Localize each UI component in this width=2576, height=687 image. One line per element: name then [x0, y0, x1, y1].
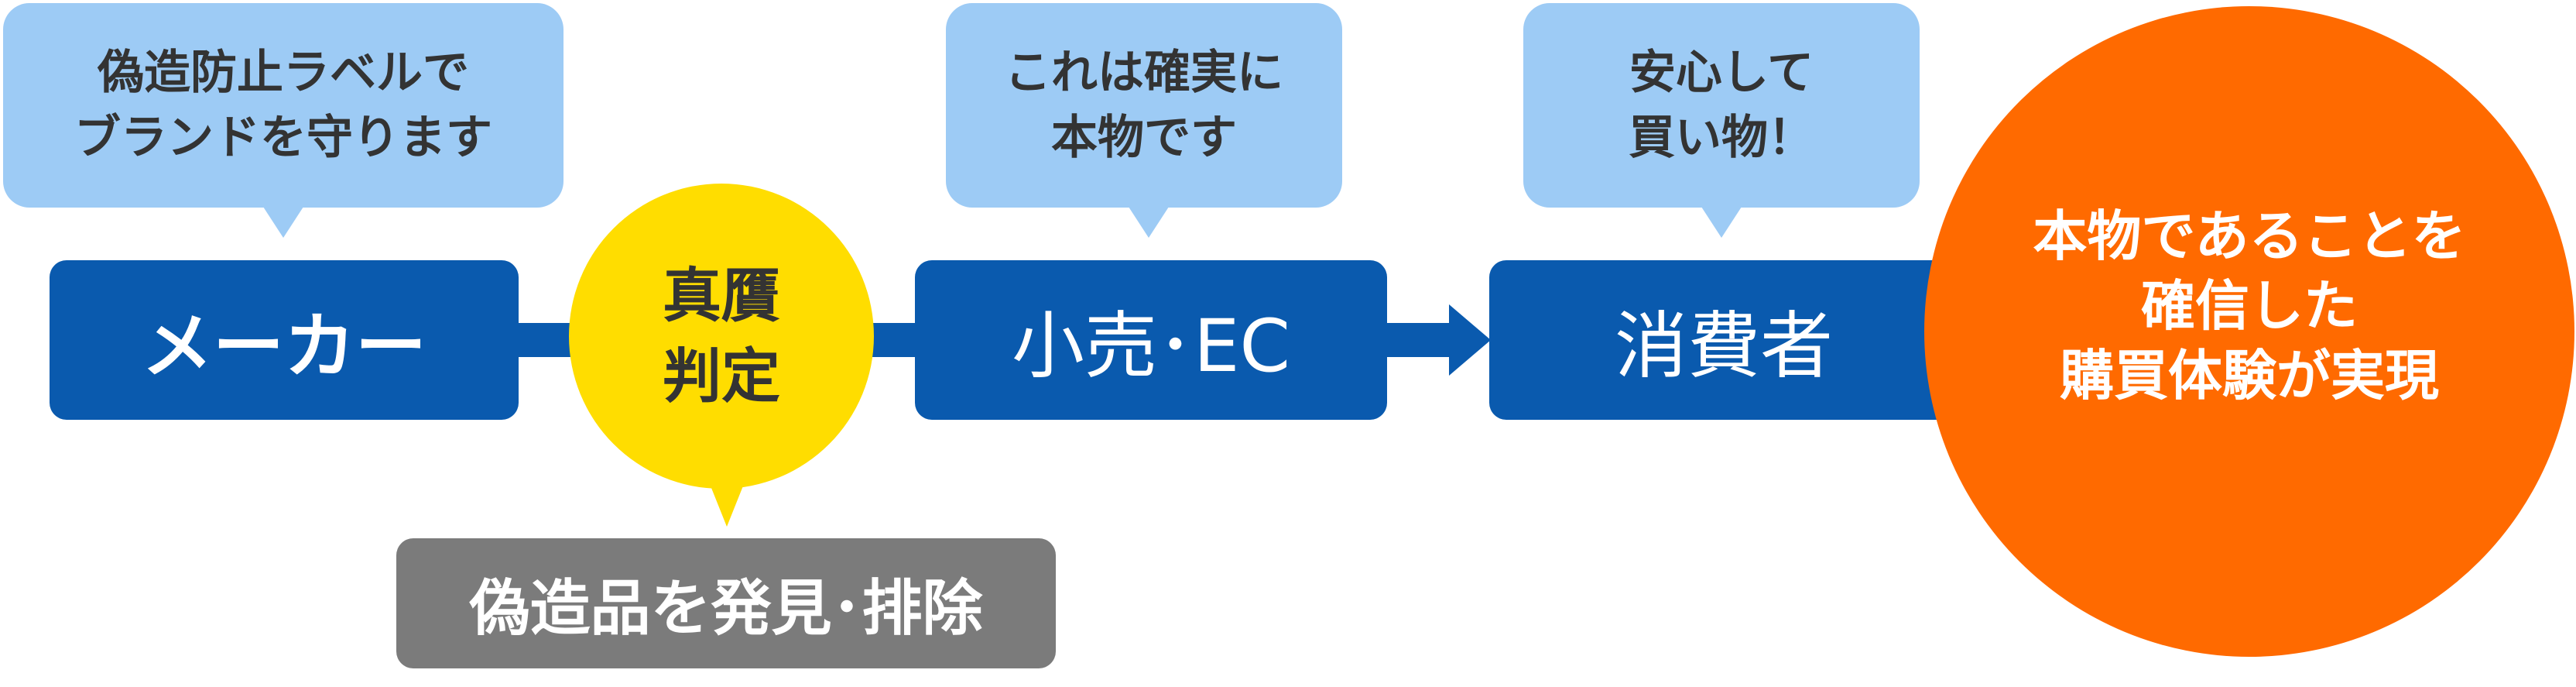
authenticity-check-text: 真贋 判定: [569, 184, 874, 489]
maker-node: メーカー: [50, 260, 519, 420]
authenticity-check-line1: 真贋: [663, 261, 780, 330]
counterfeit-removal-label: 偽造品を発見･排除: [469, 574, 983, 644]
result-circle: [1924, 6, 2574, 657]
result-line2: 確信した: [2141, 274, 2358, 338]
consumer-bubble-line2: 買い物！: [1629, 111, 1814, 165]
authenticity-check-circle: [569, 184, 874, 489]
consumer-node: 消費者: [1489, 260, 1958, 420]
consumer-node-label: 消費者: [1614, 304, 1833, 389]
retail-node-label: 小売･EC: [1011, 304, 1291, 389]
retail-bubble-line1: これは確実に: [1005, 46, 1283, 100]
result-line3: 購買体験が実現: [2060, 344, 2439, 407]
counterfeit-removal-box: 偽造品を発見･排除: [396, 538, 1056, 668]
retail-bubble-line2: 本物です: [1051, 111, 1237, 165]
maker-node-label: メーカー: [141, 304, 426, 388]
maker-speech-bubble: 偽造防止ラベルで ブランドを守ります: [3, 3, 564, 238]
authenticity-check-line2: 判定: [663, 342, 780, 410]
connector-retail-consumer: [1378, 323, 1455, 357]
retail-speech-bubble: これは確実に 本物です: [946, 3, 1342, 238]
consumer-speech-bubble: 安心して 買い物！: [1523, 3, 1920, 238]
maker-bubble-tail: [263, 207, 303, 238]
authenticity-check-pointer: [702, 465, 752, 527]
retail-node: 小売･EC: [915, 260, 1387, 420]
arrow-to-consumer-icon: [1449, 304, 1491, 376]
maker-bubble-line1: 偽造防止ラベルで: [98, 46, 469, 100]
result-line1: 本物であることを: [2033, 204, 2466, 268]
consumer-bubble-line1: 安心して: [1629, 46, 1814, 100]
consumer-bubble-tail: [1701, 207, 1742, 238]
retail-bubble-tail: [1129, 207, 1169, 238]
result-text: 本物であることを 確信した 購買体験が実現: [1924, 6, 2574, 657]
maker-bubble-line2: ブランドを守ります: [74, 111, 492, 165]
